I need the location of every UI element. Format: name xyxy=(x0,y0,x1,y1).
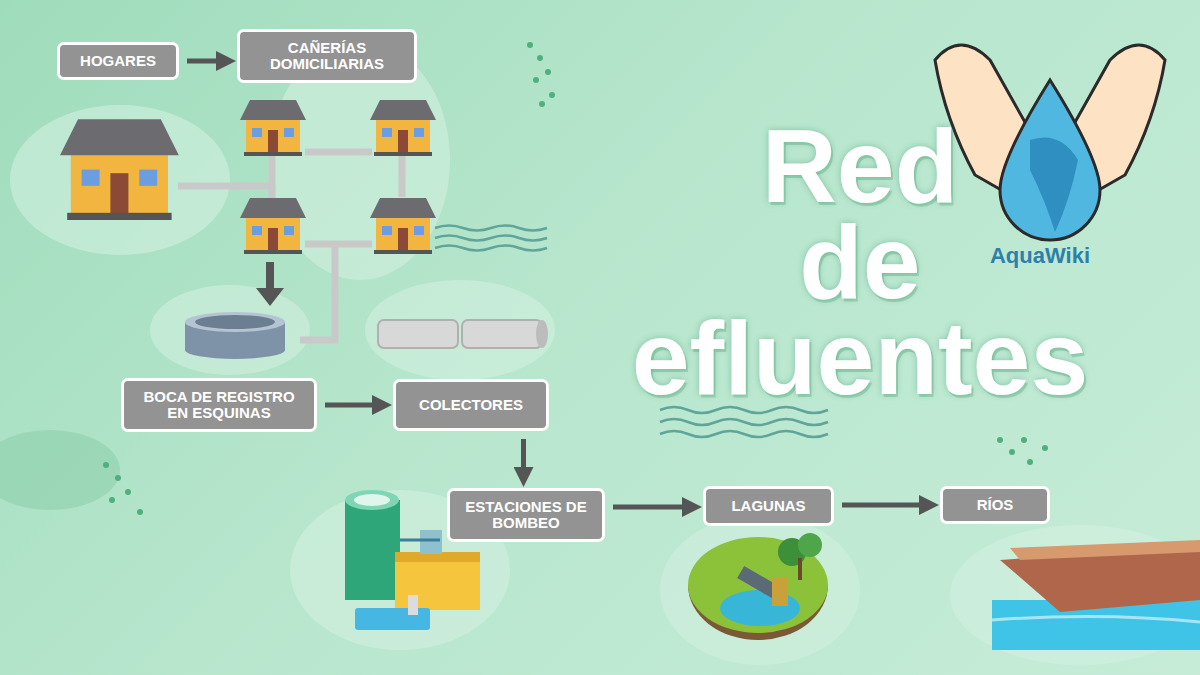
process-box: ESTACIONES DE BOMBEO xyxy=(447,488,605,542)
logo xyxy=(935,45,1165,240)
manhole xyxy=(185,312,285,359)
process-box: BOCA DE REGISTRO EN ESQUINAS xyxy=(121,378,317,432)
box-label: RÍOS xyxy=(977,497,1014,513)
box-label: HOGARES xyxy=(80,53,156,69)
process-box: COLECTORES xyxy=(393,379,549,431)
house-pipes xyxy=(178,152,402,340)
flow-arrow xyxy=(187,59,229,64)
flow-arrow xyxy=(613,505,695,510)
box-label: CAÑERÍAS DOMICILIARIAS xyxy=(250,40,404,72)
flow-arrow xyxy=(521,439,526,480)
house xyxy=(370,198,436,254)
box-label: ESTACIONES DE BOMBEO xyxy=(460,499,592,531)
process-box: CAÑERÍAS DOMICILIARIAS xyxy=(237,29,417,83)
down-arrow xyxy=(256,262,284,306)
process-box: LAGUNAS xyxy=(703,486,834,526)
house xyxy=(370,100,436,156)
box-label: LAGUNAS xyxy=(731,498,805,514)
collector-pipes xyxy=(378,320,548,348)
background-blobs xyxy=(0,40,1200,665)
brand-label: AquaWiki xyxy=(960,243,1120,269)
lagoon xyxy=(688,533,828,640)
process-box: RÍOS xyxy=(940,486,1050,524)
house xyxy=(240,198,306,254)
flow-arrow xyxy=(842,503,932,508)
process-box: HOGARES xyxy=(57,42,179,80)
box-label: BOCA DE REGISTRO EN ESQUINAS xyxy=(134,389,304,421)
river-cliff xyxy=(992,540,1200,650)
big-house xyxy=(60,119,179,220)
box-label: COLECTORES xyxy=(419,397,523,413)
house xyxy=(240,100,306,156)
flow-arrow xyxy=(325,403,385,408)
